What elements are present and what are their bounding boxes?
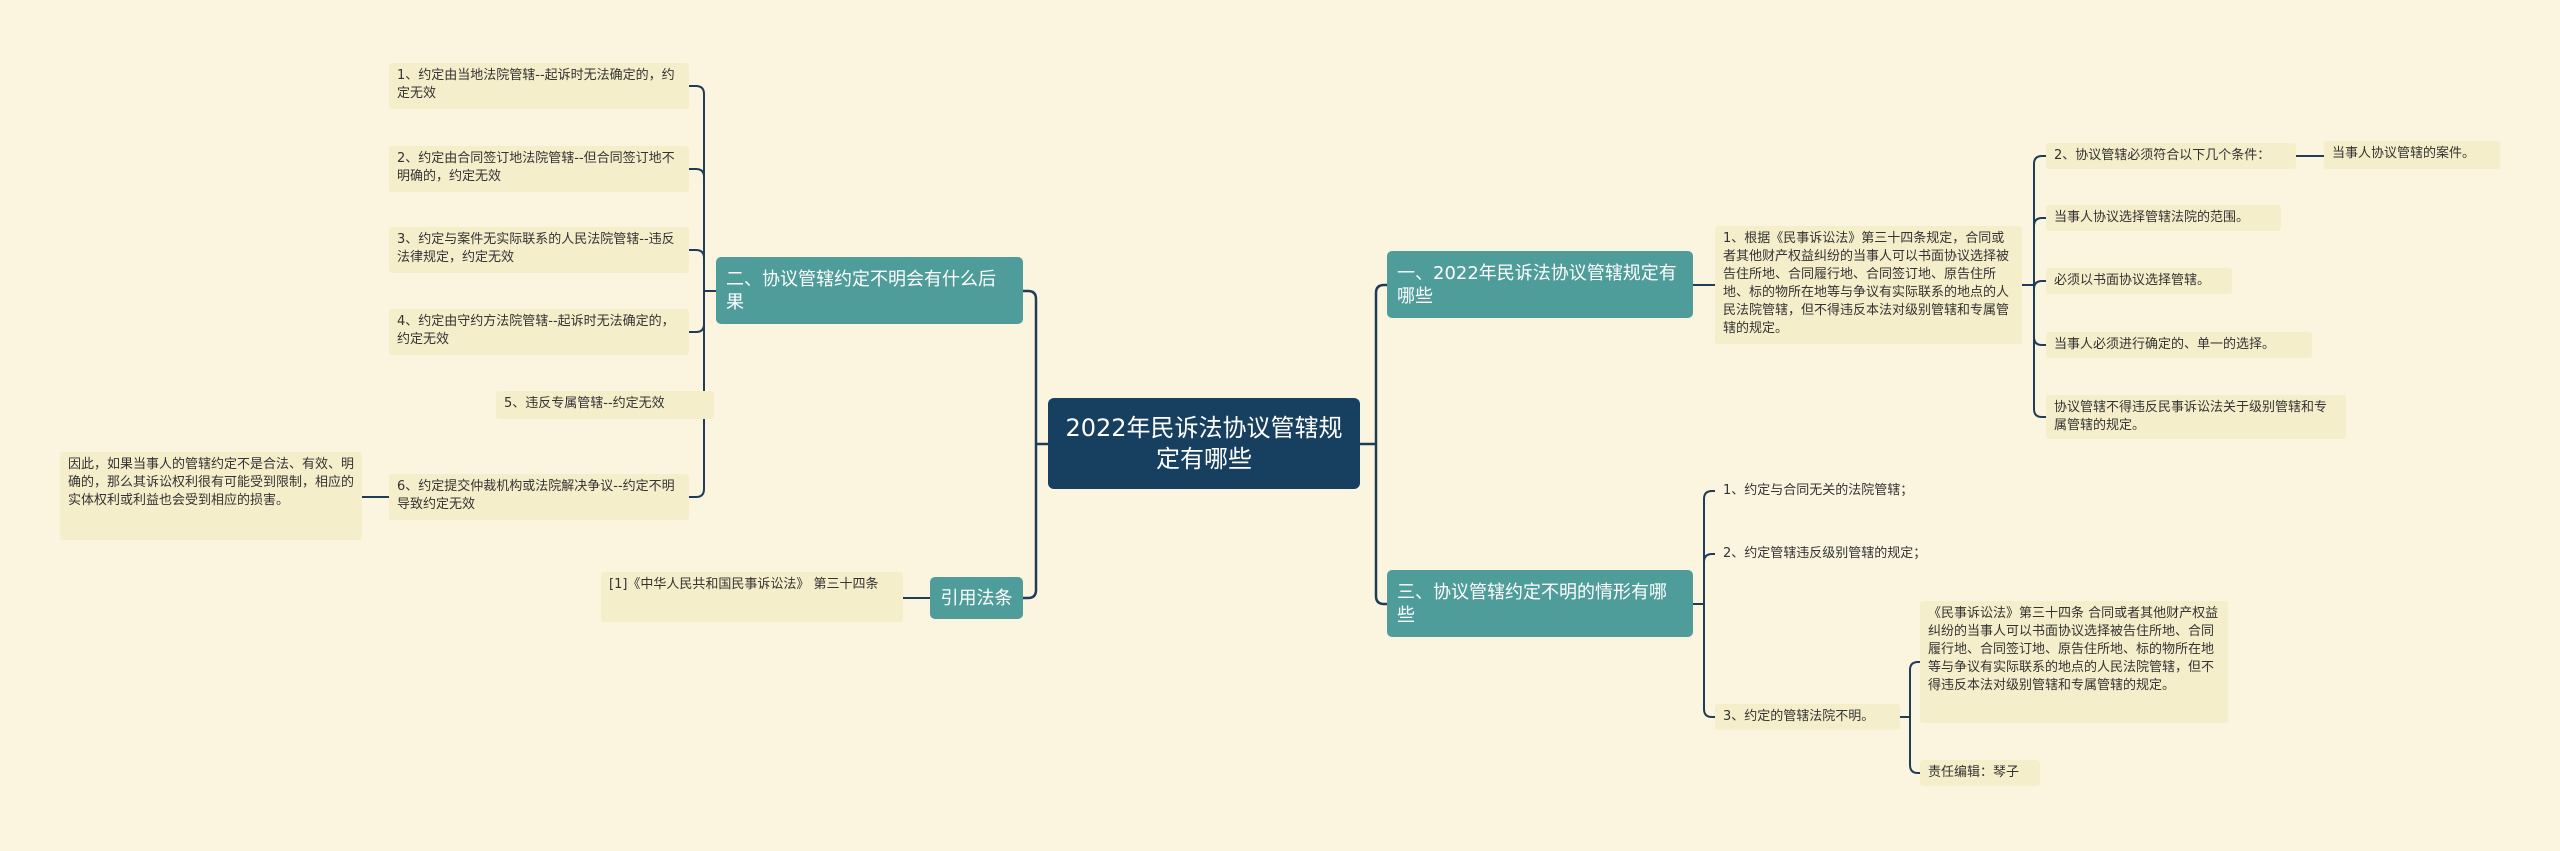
b3-case-item[interactable]: 2、约定管辖违反级别管辖的规定； [1723, 546, 1927, 561]
root-topic-label: 2022年民诉法协议管辖规定有哪些 [1065, 413, 1343, 473]
connector-line [1703, 553, 1715, 604]
b2-consequence-item[interactable]: 2、约定由合同签订地法院管辖--但合同签订地不明确的，约定无效 [389, 146, 689, 192]
branch-topic-4[interactable]: 引用法条 [930, 577, 1023, 619]
b2-conclusion[interactable]: 因此，如果当事人的管辖约定不是合法、有效、明确的，那么其诉讼权利很有可能受到限制… [60, 452, 362, 540]
b2-consequence-item[interactable]: 1、约定由当地法院管辖--起诉时无法确定的，约定无效 [389, 63, 689, 109]
branch-topic-2-label: 二、协议管辖约定不明会有什么后果 [726, 268, 996, 313]
branch-topic-2[interactable]: 二、协议管辖约定不明会有什么后果 [716, 257, 1023, 324]
connector-line [1023, 444, 1038, 600]
connector-line [2033, 155, 2046, 285]
b3-editor-credit[interactable]: 责任编辑：琴子 [1920, 760, 2040, 786]
connector-line [2033, 285, 2046, 418]
connector-line [1374, 283, 1387, 444]
connector-line [2033, 217, 2046, 285]
b2-consequence-item[interactable]: 5、违反专属管辖--约定无效 [496, 391, 714, 419]
connector-line [703, 291, 714, 406]
b1-condition-item[interactable]: 协议管辖不得违反民事诉讼法关于级别管辖和专属管辖的规定。 [2046, 395, 2346, 439]
b1-condition-item[interactable]: 当事人协议选择管辖法院的范围。 [2046, 205, 2281, 231]
b3-case-item[interactable]: 1、约定与合同无关的法院管辖； [1723, 483, 1914, 498]
branch-topic-1[interactable]: 一、2022年民诉法协议管辖规定有哪些 [1387, 251, 1693, 318]
connector-line [689, 249, 705, 291]
connector-line [2033, 285, 2046, 346]
b1-condition-detail[interactable]: 当事人协议管辖的案件。 [2324, 141, 2500, 169]
b1-condition-item[interactable]: 必须以书面协议选择管辖。 [2046, 268, 2232, 294]
branch-topic-4-label: 引用法条 [940, 587, 1013, 609]
connector-line [1703, 604, 1715, 718]
b1-rule-summary[interactable]: 1、根据《民事诉讼法》第三十四条规定，合同或者其他财产权益纠纷的当事人可以书面协… [1715, 226, 2022, 344]
b3-statute-quote[interactable]: 《民事诉讼法》第三十四条 合同或者其他财产权益纠纷的当事人可以书面协议选择被告住… [1920, 601, 2228, 723]
connector-line [689, 168, 705, 291]
b1-conditions-heading[interactable]: 2、协议管辖必须符合以下几个条件： [2046, 143, 2296, 169]
connector-line [689, 85, 705, 291]
branch-topic-1-label: 一、2022年民诉法协议管辖规定有哪些 [1397, 262, 1677, 307]
b4-statute-reference[interactable]: [1]《中华人民共和国民事诉讼法》 第三十四条 [601, 572, 903, 622]
b2-consequence-item[interactable]: 4、约定由守约方法院管辖--起诉时无法确定的，约定无效 [389, 309, 689, 355]
connector-line [1374, 444, 1387, 606]
connector-line [1023, 289, 1038, 444]
connector-line [2033, 280, 2046, 290]
root-topic[interactable]: 2022年民诉法协议管辖规定有哪些 [1048, 398, 1360, 489]
b1-condition-item[interactable]: 当事人必须进行确定的、单一的选择。 [2046, 332, 2312, 358]
b3-case-item[interactable]: 3、约定的管辖法院不明。 [1715, 704, 1900, 730]
connector-line [1909, 661, 1920, 717]
connector-line [689, 291, 705, 498]
connector-line [689, 291, 705, 333]
connector-line [1703, 490, 1715, 604]
b2-consequence-item[interactable]: 6、约定提交仲裁机构或法院解决争议--约定不明导致约定无效 [389, 474, 689, 520]
branch-topic-3[interactable]: 三、协议管辖约定不明的情形有哪些 [1387, 570, 1693, 637]
b2-consequence-item[interactable]: 3、约定与案件无实际联系的人民法院管辖--违反法律规定，约定无效 [389, 227, 689, 273]
branch-topic-3-label: 三、协议管辖约定不明的情形有哪些 [1397, 581, 1667, 626]
connector-line [1909, 717, 1920, 774]
